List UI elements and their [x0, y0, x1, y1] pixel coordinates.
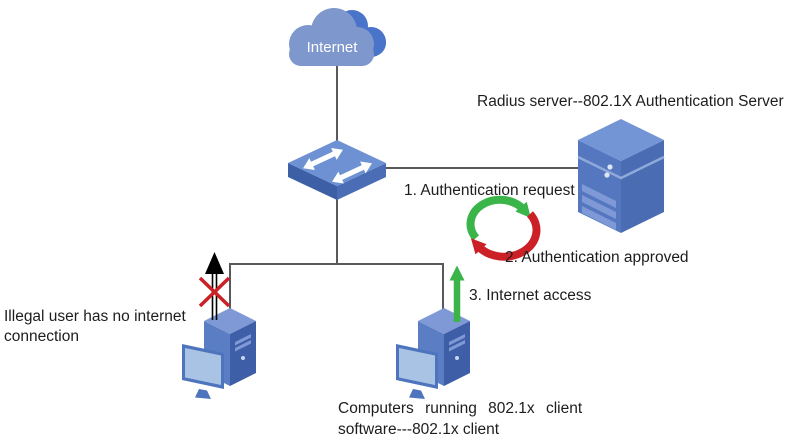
step-auth-approved-label: 2. Authentication approved [505, 249, 689, 266]
internet-cloud-icon [289, 8, 386, 66]
radius-server-icon [577, 119, 665, 233]
clients-label-line1: Computers running 802.1x client [338, 400, 583, 417]
auth-approved-arrow [470, 211, 541, 261]
network-switch-icon [288, 140, 386, 200]
illegal-user-label-line2: connection [4, 328, 79, 345]
connector-lines [229, 66, 592, 312]
illegal-user-label-line1: Illegal user has no internet [4, 308, 186, 325]
internet-label: Internet [306, 39, 358, 56]
radius-server-label: Radius server--802.1X Authentication Ser… [477, 93, 784, 110]
clients-label-line2: software---802.1x client [338, 421, 500, 438]
blocked-connection-icon [198, 252, 231, 320]
clients-label: Computers running 802.1x client software… [338, 398, 582, 440]
auth-request-arrow [466, 195, 531, 241]
step-auth-request-label: 1. Authentication request [404, 182, 575, 199]
step-internet-access-label: 3. Internet access [469, 287, 592, 304]
auth-exchange-arrows-icon [466, 195, 541, 261]
illegal-user-label: Illegal user has no internet connection [4, 307, 219, 347]
